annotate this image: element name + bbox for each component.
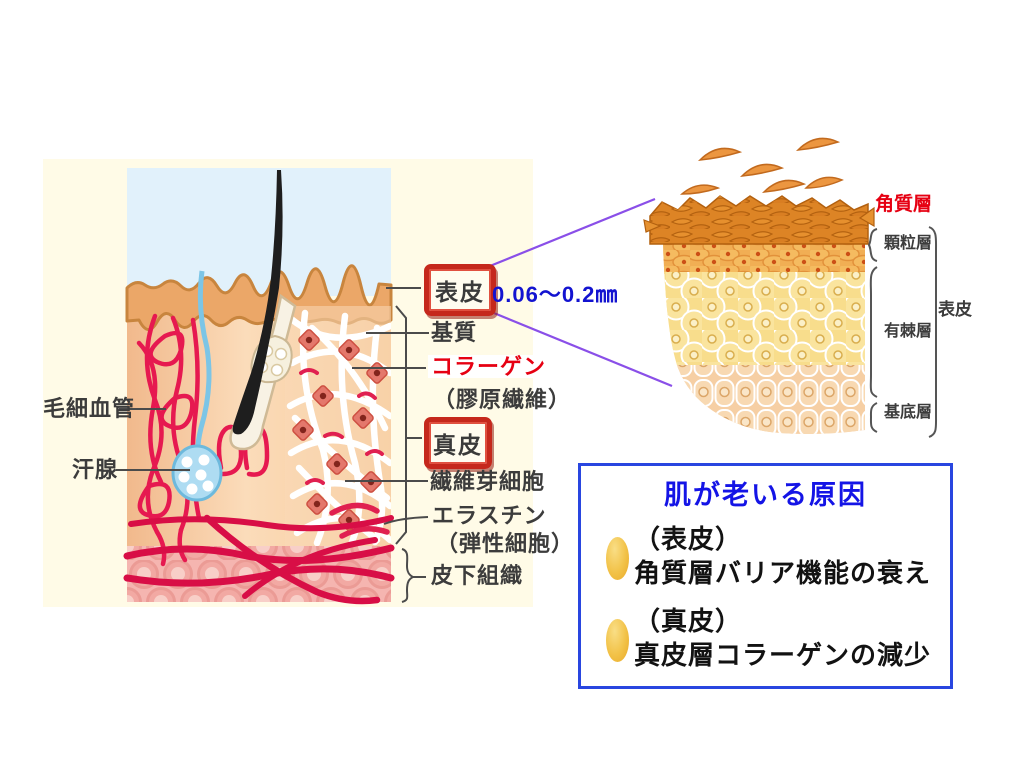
deep-blood-vessels: [123, 514, 395, 605]
label-sweat-gland: 汗腺: [72, 457, 119, 482]
label-elastin: エラスチン: [432, 503, 547, 528]
aging-causes-title: 肌が老いる原因: [664, 480, 867, 510]
label-collagen-sub: （膠原繊維）: [433, 387, 572, 412]
sweat-duct: [195, 270, 212, 457]
epidermis-key-box: 表皮: [424, 264, 496, 316]
dermis-key-box: 真皮: [424, 417, 492, 469]
epidermis-long-bracket: [928, 226, 938, 438]
label-collagen: コラーゲン: [428, 355, 550, 378]
basal-brace: [869, 402, 878, 433]
label-basal: 基底層: [884, 404, 933, 421]
label-fibroblast: 繊維芽細胞: [430, 469, 546, 494]
label-capillary: 毛細血管: [43, 396, 136, 421]
label-subcutaneous: 皮下組織: [431, 563, 524, 588]
aging-causes-box: [578, 463, 953, 689]
cause1-text: 角質層バリア機能の衰え: [634, 558, 932, 588]
label-epidermis-zoom: 表皮: [938, 300, 972, 319]
dermis-key-label: 真皮: [433, 432, 483, 458]
cause2-heading: （真皮）: [634, 606, 743, 636]
hair-shaft: [232, 170, 283, 435]
elastin-fibers: [299, 368, 390, 539]
label-granular: 顆粒層: [884, 235, 933, 252]
shedding-flakes: [680, 137, 844, 195]
label-elastin-sub: （弾性細胞）: [436, 531, 575, 556]
epidermis-thickness: 0.06～0.2㎜: [492, 282, 619, 307]
dermis-bracket: [395, 305, 407, 545]
fibroblast-cells: [292, 329, 388, 531]
zoom-cone-lines: [488, 197, 673, 388]
stratum-corneum-band: [643, 195, 875, 245]
sweat-gland: [171, 444, 223, 502]
bullet-icon: [606, 619, 629, 662]
label-corneum: 角質層: [875, 194, 933, 215]
label-matrix: 基質: [431, 320, 478, 345]
epidermis-key-label: 表皮: [435, 279, 485, 305]
epidermis-zoom-illustration: [643, 137, 875, 434]
spinous-brace: [869, 266, 878, 398]
bullet-icon: [606, 537, 629, 580]
granular-brace: [867, 228, 878, 262]
skin-cross-section-illustration: [123, 168, 395, 605]
label-spinous: 有棘層: [884, 323, 933, 340]
cause2-text: 真皮層コラーゲンの減少: [634, 640, 932, 670]
subcutaneous-brace: [401, 548, 416, 603]
elastin-leader-line: [383, 516, 429, 525]
cause1-heading: （表皮）: [634, 524, 743, 554]
